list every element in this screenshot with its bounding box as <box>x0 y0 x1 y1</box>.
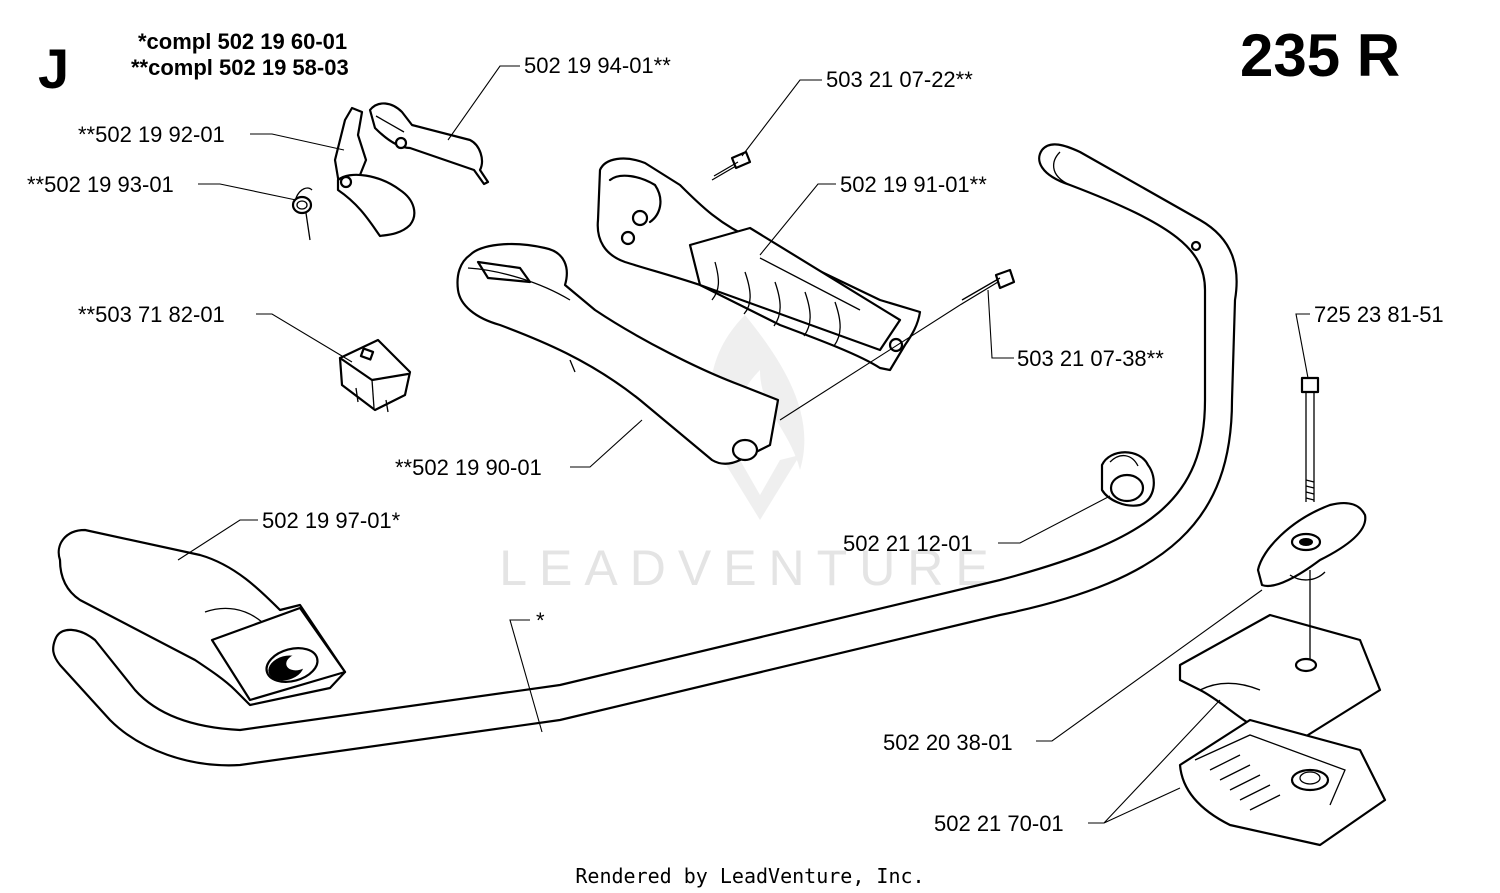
label-725-23-81-51: 725 23 81-51 <box>1314 302 1444 327</box>
compl-single-asterisk: *compl 502 19 60-01 <box>138 29 347 54</box>
label-502-19-91-01: 502 19 91-01** <box>840 172 987 197</box>
label-503-21-07-22: 503 21 07-22** <box>826 67 973 92</box>
footer-credit: Rendered by LeadVenture, Inc. <box>575 864 924 888</box>
label-502-19-93-01: **502 19 93-01 <box>27 172 174 197</box>
part-502-19-97-01-grip <box>57 528 347 707</box>
label-502-20-38-01: 502 20 38-01 <box>883 730 1013 755</box>
part-502-19-92-01-lever <box>333 106 416 238</box>
label-502-21-12-01: 502 21 12-01 <box>843 531 973 556</box>
watermark-text: LEADVENTURE <box>499 540 1001 596</box>
part-502-19-90-01-handle-half <box>456 242 780 465</box>
part-502-21-12-01-clip <box>1100 451 1155 507</box>
label-502-19-90-01: **502 19 90-01 <box>395 455 542 480</box>
part-503-21-07-38-screw <box>779 268 1016 421</box>
label-503-71-82-01: **503 71 82-01 <box>78 302 225 327</box>
part-502-19-91-01-handle-half <box>596 157 922 372</box>
part-503-71-82-01-switch <box>338 338 412 413</box>
watermark-flame-logo <box>710 315 805 520</box>
label-502-19-92-01: **502 19 92-01 <box>78 122 225 147</box>
label-502-19-97-01: 502 19 97-01* <box>262 508 401 533</box>
part-502-21-70-01-clamp-upper <box>1178 570 1382 742</box>
section-letter: J <box>38 37 69 100</box>
handle-bar <box>52 143 1238 767</box>
part-503-21-07-22-screw <box>711 150 752 181</box>
part-502-20-38-01-knob <box>1256 501 1367 588</box>
part-502-19-93-01-spring <box>291 187 313 241</box>
compl-double-asterisk: **compl 502 19 58-03 <box>131 55 349 80</box>
label-502-21-70-01: 502 21 70-01 <box>934 811 1064 836</box>
part-502-19-94-01-trigger <box>368 102 490 186</box>
part-502-21-70-01-clamp-lower <box>1178 718 1387 847</box>
label-503-21-07-38: 503 21 07-38** <box>1017 346 1164 371</box>
part-725-23-81-51-bolt <box>1300 376 1320 502</box>
label-502-19-94-01: 502 19 94-01** <box>524 53 671 78</box>
label-handle-bar-asterisk: * <box>536 608 545 633</box>
leader-lines <box>177 65 1310 824</box>
model-title: 235 R <box>1240 22 1400 89</box>
